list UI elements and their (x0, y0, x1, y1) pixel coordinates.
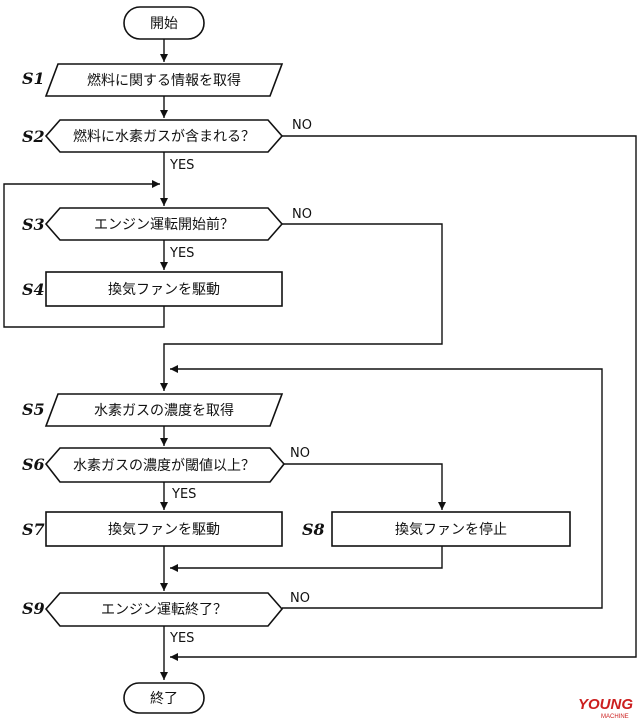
connectors (3, 39, 637, 680)
arrow-s3-no (160, 223, 443, 391)
step-label-s5: S5 (22, 400, 45, 419)
s3-no-label: NO (292, 207, 312, 222)
arrow-s4-loop (3, 180, 165, 328)
s7-process: 換気ファンを駆動 (45, 511, 283, 547)
s2-decision: 燃料に水素ガスが含まれる？ (44, 119, 284, 153)
s9-yes-label: YES (169, 631, 194, 646)
step-label-s3: S3 (22, 215, 45, 234)
start-label: 開始 (150, 16, 178, 32)
arrow-s8-merge (170, 546, 443, 572)
step-label-s2: S2 (22, 127, 45, 146)
s3-label: エンジン運転開始前？ (94, 216, 234, 233)
arrow-s6-no (284, 463, 446, 510)
s3-decision: エンジン運転開始前？ (44, 207, 284, 241)
step-label-s9: S9 (22, 599, 45, 618)
s4-label: 換気ファンを駆動 (108, 282, 220, 298)
watermark-sub: MACHINE (601, 714, 629, 720)
step-label-s7: S7 (22, 520, 45, 539)
end-label: 終了 (150, 691, 178, 707)
watermark-logo: YOUNG MACHINE (578, 696, 633, 720)
s9-no-label: NO (290, 591, 310, 606)
s8-label: 換気ファンを停止 (395, 521, 507, 538)
watermark-brand: YOUNG (578, 696, 633, 713)
s8-process: 換気ファンを停止 (331, 511, 571, 547)
s6-decision: 水素ガスの濃度が閾値以上？ (44, 447, 286, 483)
s3-yes-label: YES (169, 246, 194, 261)
step-label-s4: S4 (22, 280, 45, 299)
s2-no-label: NO (292, 118, 312, 133)
step-label-s1: S1 (22, 69, 45, 88)
s5-label: 水素ガスの濃度を取得 (94, 402, 234, 419)
s2-label: 燃料に水素ガスが含まれる？ (73, 128, 255, 145)
s6-label: 水素ガスの濃度が閾値以上？ (73, 458, 255, 474)
arrow-s9-no (170, 365, 603, 609)
s9-decision: エンジン運転終了？ (44, 592, 284, 627)
s1-label: 燃料に関する情報を取得 (87, 72, 241, 89)
s4-process: 換気ファンを駆動 (45, 271, 283, 307)
step-label-s8: S8 (302, 520, 325, 539)
s9-label: エンジン運転終了？ (101, 602, 227, 618)
s6-yes-label: YES (171, 487, 196, 502)
end-terminal: 終了 (123, 682, 205, 714)
s5-input-output: 水素ガスの濃度を取得 (44, 393, 284, 427)
start-terminal: 開始 (123, 6, 205, 40)
s2-yes-label: YES (169, 158, 194, 173)
step-label-s6: S6 (22, 455, 45, 474)
s1-input-output: 燃料に関する情報を取得 (44, 63, 284, 97)
s7-label: 換気ファンを駆動 (108, 522, 220, 538)
arrow-s2-no (170, 135, 637, 661)
s6-no-label: NO (290, 446, 310, 461)
